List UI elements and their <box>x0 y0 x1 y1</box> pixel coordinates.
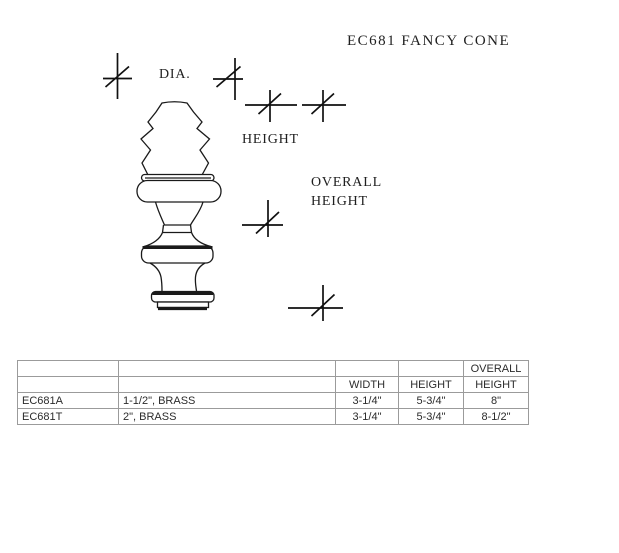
overall-height-label: OVERALL HEIGHT <box>311 174 382 211</box>
width-cell: 3-1/4" <box>335 392 399 409</box>
description-cell: 1-1/2", BRASS <box>118 392 336 409</box>
header-cell <box>335 360 399 377</box>
header-cell-overall-height: HEIGHT <box>463 376 529 393</box>
finial-outline <box>136 101 222 311</box>
overall-height-cell: 8" <box>463 392 529 409</box>
height-cell: 5-3/4" <box>398 392 464 409</box>
header-cell-overall: OVERALL <box>463 360 529 377</box>
description-cell: 2", BRASS <box>118 408 336 425</box>
width-cell: 3-1/4" <box>335 408 399 425</box>
overall-height-label-line2: HEIGHT <box>311 193 368 209</box>
overall-height-label-line1: OVERALL <box>311 175 382 190</box>
cone-top <box>140 101 211 176</box>
table-header-row-1: OVERALL <box>17 360 529 377</box>
header-cell-width: WIDTH <box>335 376 399 393</box>
part-number-cell: EC681A <box>17 392 119 409</box>
header-cell <box>118 360 336 377</box>
overall-height-cell: 8-1/2" <box>463 408 529 425</box>
header-cell <box>398 360 464 377</box>
dimension-tick-marks <box>103 53 346 321</box>
header-cell <box>17 376 119 393</box>
header-cell <box>118 376 336 393</box>
part-number-cell: EC681T <box>17 408 119 425</box>
table-row: EC681T 2", BRASS 3-1/4" 5-3/4" 8-1/2" <box>17 408 529 425</box>
table-row: EC681A 1-1/2", BRASS 3-1/4" 5-3/4" 8" <box>17 392 529 409</box>
spec-table: OVERALL WIDTH HEIGHT HEIGHT EC681A 1-1/2… <box>17 360 529 425</box>
header-cell-height: HEIGHT <box>398 376 464 393</box>
table-header-row-2: WIDTH HEIGHT HEIGHT <box>17 376 529 393</box>
height-cell: 5-3/4" <box>398 408 464 425</box>
dia-label: DIA. <box>159 67 191 82</box>
height-label: HEIGHT <box>242 132 299 147</box>
header-cell <box>17 360 119 377</box>
page-title: EC681 FANCY CONE <box>347 33 511 49</box>
